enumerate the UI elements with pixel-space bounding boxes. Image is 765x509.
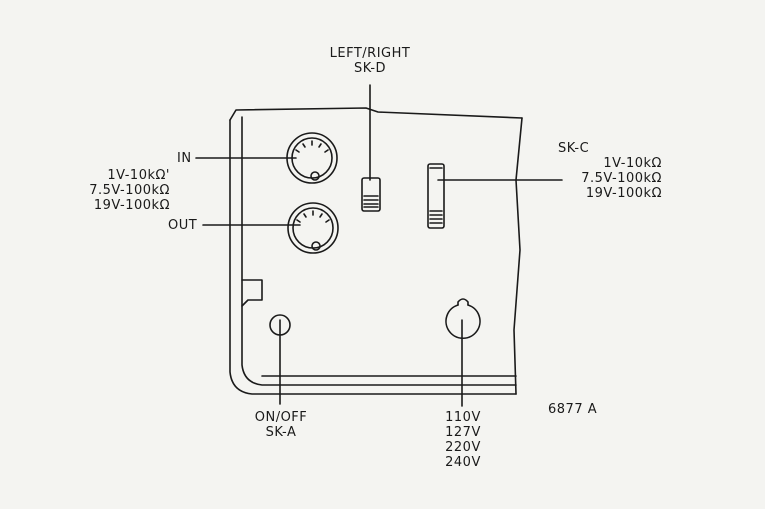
panel-outline-inner — [241, 116, 517, 386]
voltage-110: 110V — [445, 410, 481, 425]
panel-top-edge — [229, 107, 523, 121]
sk-c-switch — [427, 163, 445, 229]
in-range-2: 7.5V-100kΩ — [89, 183, 170, 198]
voltage-220: 220V — [445, 440, 481, 455]
left-right-text: LEFT/RIGHT — [329, 46, 411, 61]
sk-d-text: SK-D — [353, 61, 387, 76]
figure-id-label: 6877 A — [548, 402, 598, 417]
out-knob — [287, 202, 339, 254]
sk-c-range-1: 1V-10kΩ — [603, 156, 662, 171]
in-range-3: 19V-100kΩ — [93, 198, 170, 213]
on-off-text: ON/OFF — [254, 410, 308, 425]
sk-a-text: SK-A — [265, 425, 297, 440]
voltage-selector — [445, 298, 481, 339]
panel-right-edge — [513, 117, 523, 395]
in-range-1: 1V-10kΩ' — [107, 168, 170, 183]
on-off-label: ON/OFF SK-A — [236, 410, 326, 440]
panel-outline-outer — [229, 119, 517, 395]
sk-d-label: LEFT/RIGHT SK-D — [312, 46, 428, 76]
sk-c-label: SK-C 1V-10kΩ 7.5V-100kΩ 19V-100kΩ — [540, 141, 662, 201]
sk-c-range-2: 7.5V-100kΩ — [581, 171, 662, 186]
voltage-127: 127V — [445, 425, 481, 440]
sk-c-text: SK-C — [558, 141, 590, 156]
out-label: OUT — [168, 218, 198, 233]
sk-d-switch — [361, 177, 381, 212]
voltage-label: 110V 127V 220V 240V — [425, 410, 501, 470]
voltage-240: 240V — [445, 455, 481, 470]
in-ranges-label: 1V-10kΩ' 7.5V-100kΩ 19V-100kΩ — [52, 168, 170, 213]
sk-c-range-3: 19V-100kΩ — [585, 186, 662, 201]
in-label: IN — [177, 151, 192, 166]
panel-notch — [241, 279, 263, 307]
